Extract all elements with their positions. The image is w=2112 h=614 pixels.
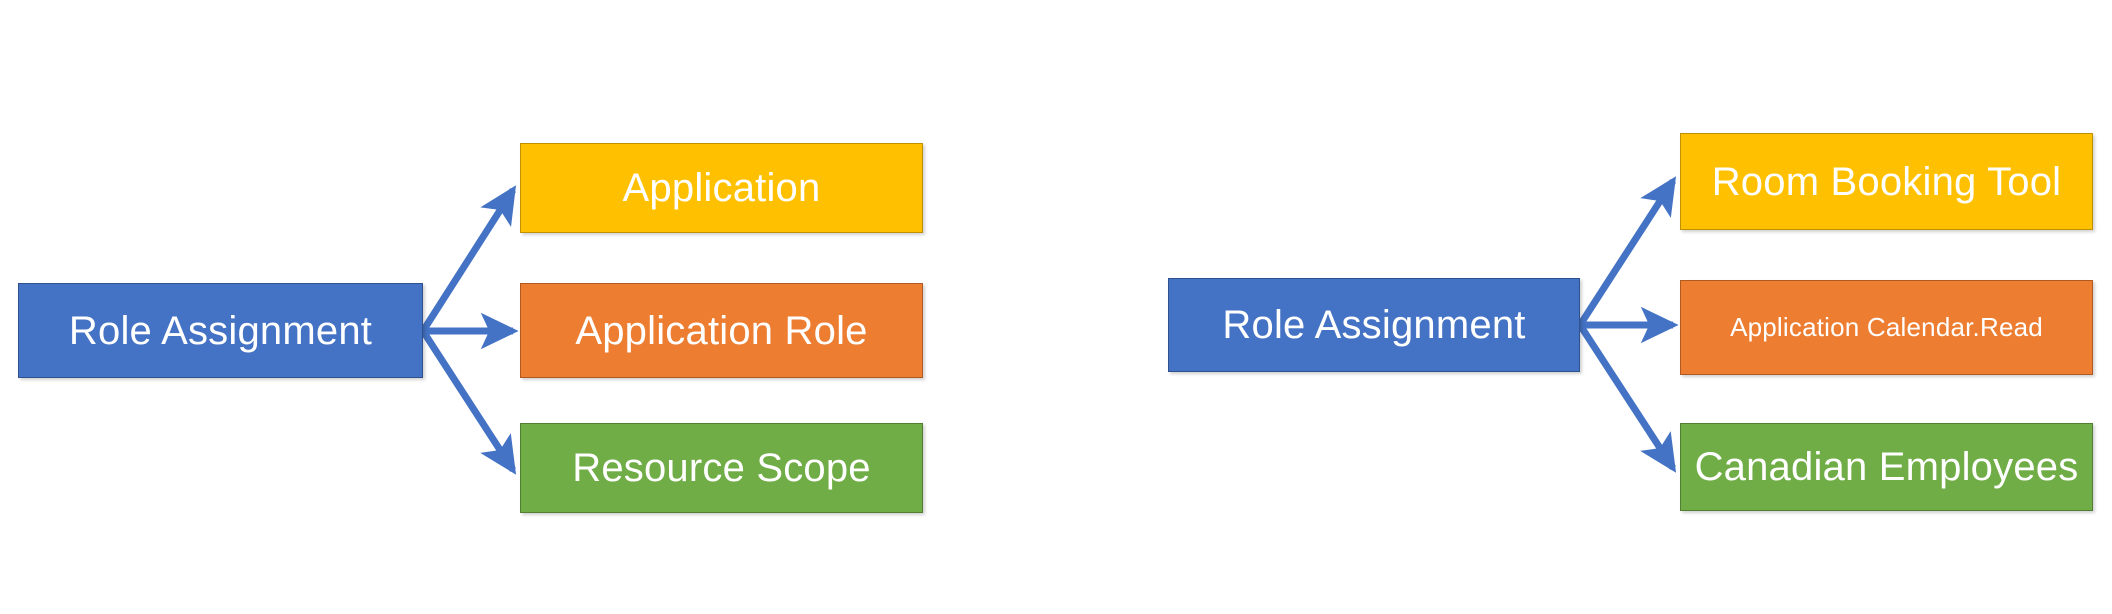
node-resource-scope[interactable]: Resource Scope [520, 423, 923, 513]
node-application-role[interactable]: Application Role [520, 283, 923, 378]
node-label: Role Assignment [1222, 303, 1526, 347]
node-canadian-employees[interactable]: Canadian Employees [1680, 423, 2093, 511]
node-label: Application [622, 166, 821, 210]
node-label: Application Calendar.Read [1730, 312, 2043, 343]
node-label: Resource Scope [572, 446, 871, 490]
node-label: Canadian Employees [1694, 445, 2079, 489]
node-role-assignment-generic[interactable]: Role Assignment [18, 283, 423, 378]
node-application-calendar-read[interactable]: Application Calendar.Read [1680, 280, 2093, 375]
node-label: Application Role [575, 308, 868, 353]
node-role-assignment-example[interactable]: Role Assignment [1168, 278, 1580, 372]
node-application[interactable]: Application [520, 143, 923, 233]
arrow-right-to-canadian-employees [1577, 323, 1677, 473]
arrow-right-to-room-booking-tool [1577, 176, 1677, 327]
arrow-left-to-resource-scope [420, 329, 517, 475]
node-label: Role Assignment [68, 308, 373, 353]
node-room-booking-tool[interactable]: Room Booking Tool [1680, 133, 2093, 230]
node-label: Room Booking Tool [1711, 159, 2062, 204]
arrow-left-to-application [420, 185, 517, 333]
